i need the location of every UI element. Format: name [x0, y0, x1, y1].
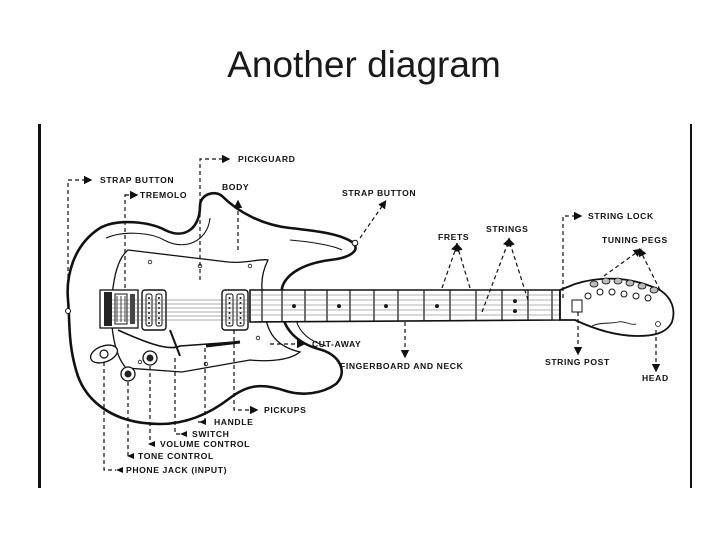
headstock: [559, 277, 675, 337]
label-tuning-pegs: Tuning pegs: [602, 235, 668, 245]
label-pickups: Pickups: [264, 405, 306, 415]
label-string-post: String post: [545, 357, 610, 367]
label-string-lock: String lock: [588, 211, 654, 221]
label-cut-away: Cut-away: [312, 339, 361, 349]
label-pickguard: Pickguard: [238, 154, 295, 164]
strap-button-top: [351, 239, 359, 247]
label-head: Head: [642, 373, 669, 383]
frame-left-border: [38, 124, 41, 488]
label-handle: Handle: [214, 417, 253, 427]
label-switch: Switch: [192, 429, 230, 439]
label-frets: Frets: [438, 232, 469, 242]
handle: [205, 340, 241, 348]
leader-arrowheads: [116, 419, 206, 473]
label-body: Body: [222, 182, 249, 192]
strap-button-left: [65, 308, 71, 314]
label-strap-button-top: Strap button: [342, 188, 416, 198]
label-tremolo: Tremolo: [140, 190, 187, 200]
fingerboard: [249, 289, 561, 323]
frame-right-border: [690, 124, 692, 488]
slide-title: Another diagram: [227, 44, 501, 85]
label-volume-control: Volume control: [160, 439, 250, 449]
tone-knob: [120, 366, 136, 382]
label-strings: Strings: [486, 224, 528, 234]
tremolo-arm: [117, 329, 237, 349]
label-fingerboard-and-neck: Fingerboard and neck: [340, 361, 464, 371]
label-phone-jack: Phone jack (input): [126, 465, 227, 475]
neck-pickup: [221, 289, 249, 331]
bridge-pickup: [141, 289, 167, 331]
label-tone-control: Tone control: [138, 451, 214, 461]
strings-body: [112, 299, 256, 321]
phone-jack-plate: [89, 344, 119, 364]
tremolo-bridge: [99, 289, 139, 329]
volume-knob: [142, 350, 158, 366]
label-strap-button-left: Strap button: [100, 175, 174, 185]
pickup-switch: [169, 329, 181, 357]
